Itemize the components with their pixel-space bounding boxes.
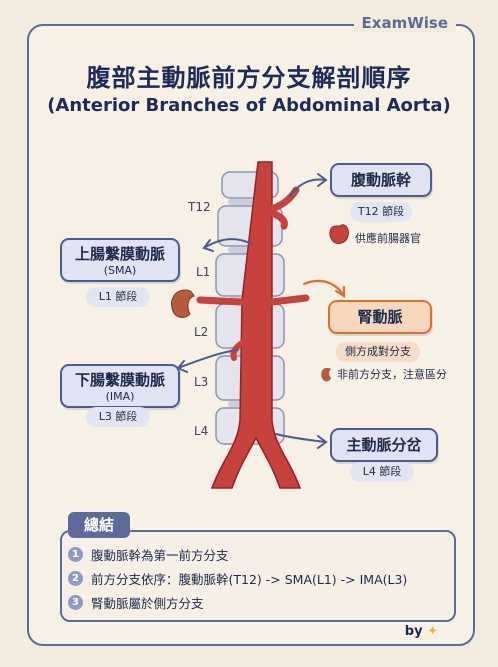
renal-artery-label: 腎動脈 bbox=[328, 300, 432, 334]
arrow-bifurcation bbox=[275, 433, 327, 443]
ima-level: L3 節段 bbox=[86, 407, 150, 427]
summary-panel bbox=[60, 530, 456, 622]
summary-point: 2 前方分支依序：腹動脈幹(T12) -> SMA(L1) -> IMA(L3) bbox=[68, 569, 407, 588]
celiac-trunk-label: 腹動脈幹 bbox=[330, 163, 432, 197]
summary-heading: 總結 bbox=[68, 512, 130, 538]
point-number: 1 bbox=[68, 547, 83, 562]
vertebra-label-l3: L3 bbox=[194, 375, 209, 389]
point-text: 腎動脈屬於側方分支 bbox=[91, 596, 204, 611]
vertebra-label-l2: L2 bbox=[194, 325, 209, 339]
kidney-icon bbox=[171, 289, 195, 318]
ima-label: 下腸繫膜動脈 (IMA) bbox=[60, 364, 180, 408]
sma-level: L1 節段 bbox=[86, 287, 150, 307]
point-text: 腹動脈幹為第一前方分支 bbox=[91, 548, 229, 563]
sma-vessel bbox=[255, 245, 264, 285]
page-subtitle: (Anterior Branches of Abdominal Aorta) bbox=[47, 95, 451, 116]
summary-point: 3 腎動脈屬於側方分支 bbox=[68, 593, 204, 612]
point-text: 前方分支依序：腹動脈幹(T12) -> SMA(L1) -> IMA(L3) bbox=[91, 572, 408, 587]
renal-level: 側方成對分支 bbox=[336, 342, 420, 362]
arrow-renal bbox=[302, 279, 346, 298]
brand-logo: ExamWise bbox=[353, 14, 456, 32]
banana-icon: ✦ bbox=[427, 624, 438, 639]
kidney-note-icon bbox=[321, 368, 331, 382]
celiac-level: T12 節段 bbox=[350, 202, 412, 222]
renal-arteries bbox=[196, 294, 310, 306]
arrow-sma bbox=[203, 238, 253, 249]
byline: by ✦ bbox=[405, 624, 438, 639]
vertebra-label-t12: T12 bbox=[188, 200, 211, 214]
vertebra-label-l1: L1 bbox=[196, 265, 211, 279]
aorta bbox=[210, 161, 302, 489]
byline-text: by bbox=[404, 624, 423, 639]
point-number: 2 bbox=[68, 571, 83, 586]
stomach-icon bbox=[329, 224, 349, 244]
summary-point: 1 腹動脈幹為第一前方分支 bbox=[68, 545, 229, 564]
bifurcation-label: 主動脈分岔 bbox=[330, 428, 438, 462]
arrow-ima bbox=[177, 349, 239, 369]
celiac-note: 供應前腸器官 bbox=[355, 232, 421, 245]
celiac-trunk bbox=[266, 186, 300, 230]
sma-label: 上腸繫膜動脈 (SMA) bbox=[60, 238, 180, 282]
page-title: 腹部主動脈前方分支解剖順序 bbox=[86, 64, 412, 92]
renal-note: 非前方分支，注意區分 bbox=[337, 368, 447, 381]
ima-vessel bbox=[230, 339, 247, 361]
bifurcation-level: L4 節段 bbox=[350, 462, 414, 482]
point-number: 3 bbox=[68, 595, 83, 610]
arrow-celiac bbox=[289, 178, 327, 197]
vertebra-label-l4: L4 bbox=[194, 424, 209, 438]
